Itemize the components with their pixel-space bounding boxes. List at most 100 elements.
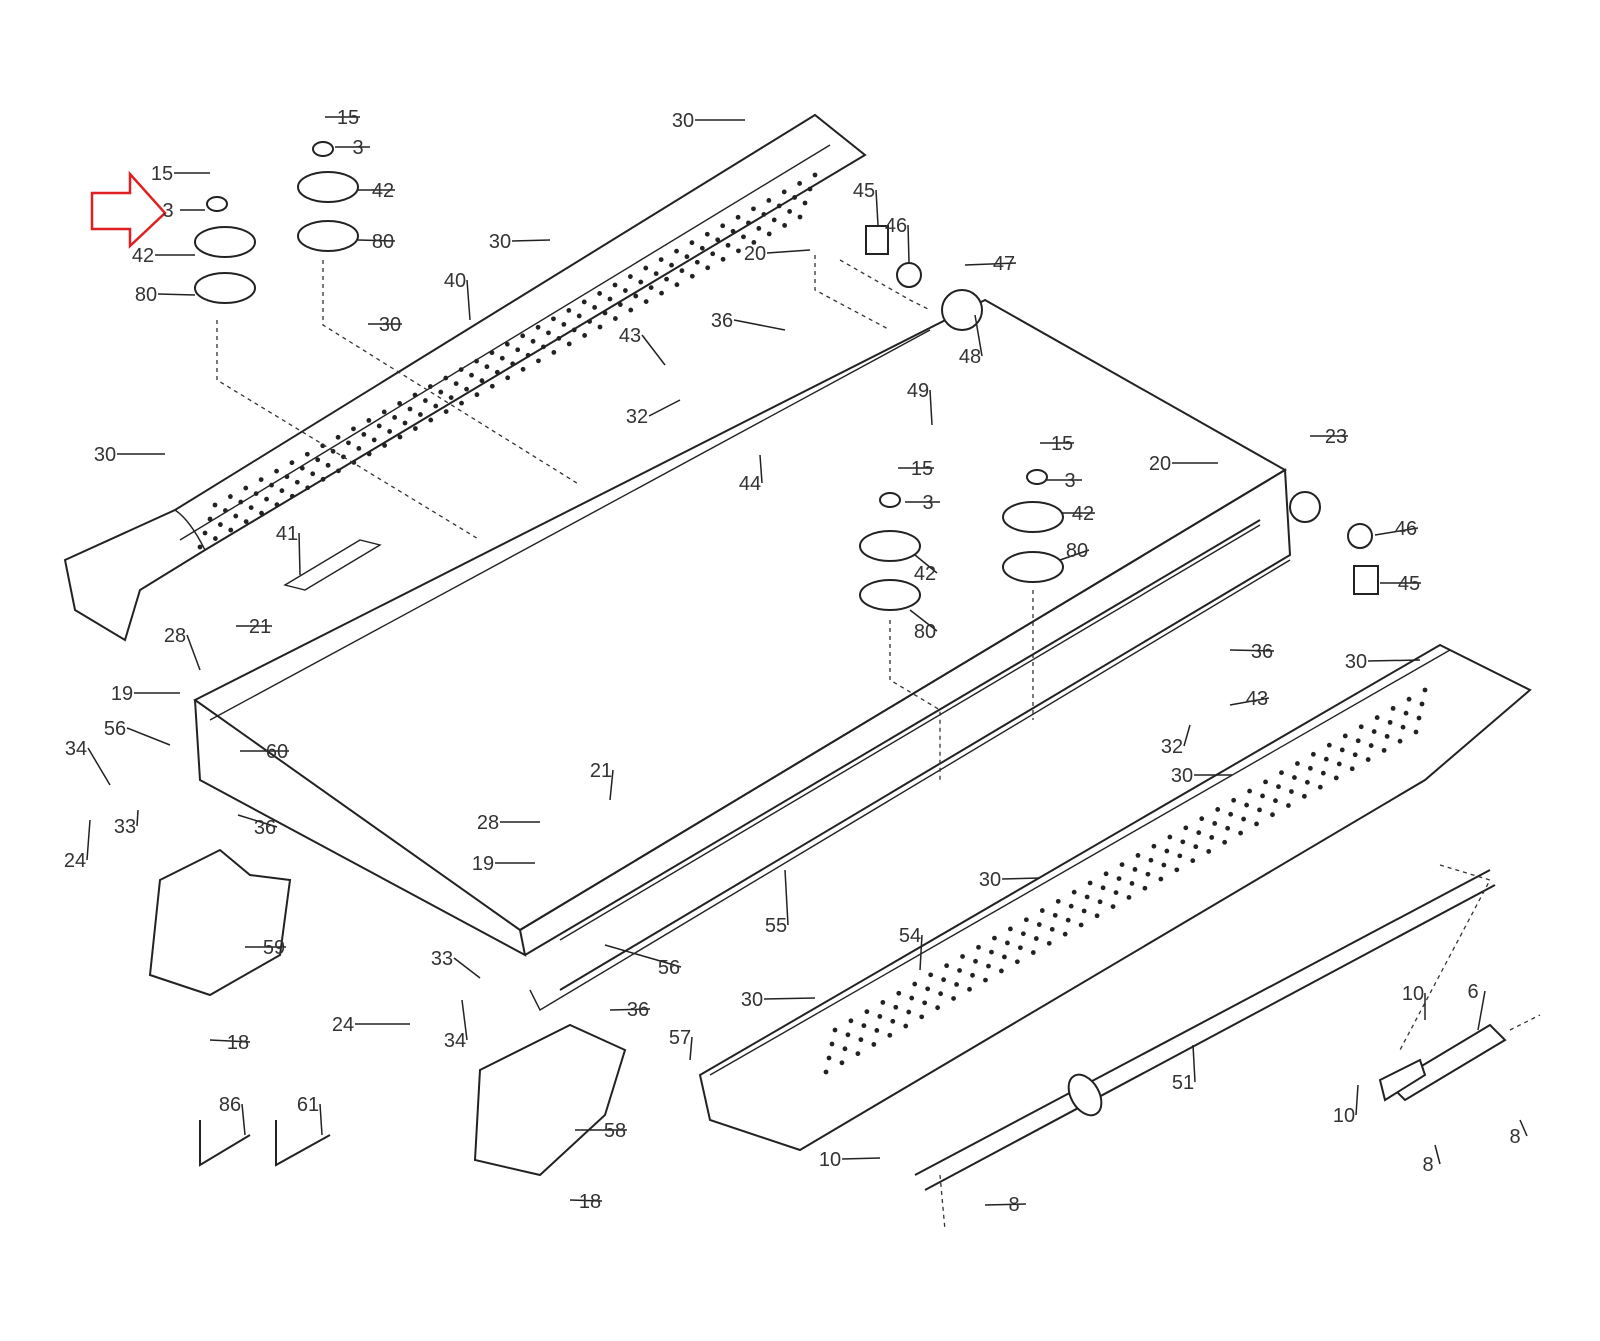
- rail-hole: [320, 476, 326, 482]
- rail-hole: [880, 1000, 886, 1005]
- part-label-10: 10: [819, 1149, 841, 1171]
- rail-hole: [530, 338, 536, 344]
- rail-hole: [269, 482, 274, 488]
- rail-hole: [989, 949, 994, 955]
- rail-hole: [1180, 839, 1186, 845]
- rail-hole: [1371, 729, 1377, 734]
- rail-hole: [1081, 908, 1087, 914]
- rail-hole: [751, 206, 756, 212]
- rail-hole: [999, 968, 1004, 974]
- leader-line: [909, 609, 938, 632]
- part-label-58: 58: [604, 1120, 626, 1142]
- rail-hole: [1419, 701, 1425, 707]
- rail-hole: [217, 522, 223, 527]
- rail-hole: [1222, 839, 1228, 845]
- rail-hole: [1273, 798, 1278, 804]
- rail-hole: [264, 496, 269, 502]
- part-label-41: 41: [276, 523, 298, 545]
- rail-hole: [581, 299, 587, 305]
- leader-line: [237, 814, 278, 828]
- rail-hole: [812, 172, 818, 178]
- rail-hole: [1087, 880, 1093, 886]
- leader-line: [126, 727, 171, 746]
- rail-hole: [1301, 793, 1307, 799]
- leader-line: [511, 239, 551, 242]
- rail-hole: [674, 282, 680, 288]
- rail-hole: [294, 479, 300, 485]
- rail-hole: [1247, 788, 1252, 794]
- rail-hole: [371, 437, 377, 443]
- rail-hole: [546, 330, 551, 336]
- rail-hole: [1333, 775, 1339, 781]
- part-label-36: 36: [254, 817, 276, 839]
- rail-hole: [1263, 779, 1268, 785]
- rail-hole: [848, 1018, 854, 1024]
- rail-hole: [1365, 757, 1371, 762]
- leader-line: [186, 634, 201, 671]
- rail-hole: [766, 231, 772, 237]
- rail-hole: [829, 1041, 835, 1047]
- rail-hole: [515, 347, 521, 353]
- part-label-42: 42: [1072, 503, 1094, 525]
- rail-hole: [1033, 936, 1039, 941]
- rail-hole: [1052, 912, 1058, 918]
- rail-hole: [1183, 825, 1189, 831]
- rail-hole: [443, 375, 449, 381]
- rail-hole: [1397, 738, 1403, 744]
- rail-hole: [274, 502, 280, 508]
- part-label-34: 34: [65, 738, 87, 760]
- rail-hole: [960, 954, 965, 959]
- rail-hole: [402, 420, 408, 426]
- rail-hole: [253, 491, 259, 497]
- leader-line: [357, 239, 396, 242]
- rail-hole: [896, 990, 902, 996]
- part-label-30: 30: [379, 314, 401, 336]
- rail-hole: [725, 242, 731, 248]
- part-label-56: 56: [658, 957, 680, 979]
- leader-line: [964, 262, 1017, 266]
- rail-hole: [202, 530, 208, 536]
- rail-hole: [1349, 766, 1355, 772]
- rail-hole: [922, 1000, 928, 1006]
- rail-hole: [325, 462, 331, 468]
- rail-hole: [1368, 743, 1374, 748]
- rail-hole: [1238, 830, 1243, 836]
- rail-hole: [366, 417, 372, 423]
- rail-hole: [1097, 899, 1103, 905]
- rail-hole: [842, 1046, 848, 1052]
- rail-hole: [802, 200, 808, 206]
- rail-hole: [1039, 908, 1045, 913]
- part-label-40: 40: [444, 270, 466, 292]
- rail-hole: [1005, 940, 1010, 946]
- rail-hole: [1422, 687, 1428, 693]
- rail-hole: [1276, 784, 1281, 790]
- rail-hole: [576, 313, 582, 319]
- part-label-18: 18: [227, 1032, 249, 1054]
- rail-hole: [381, 409, 387, 415]
- rail-hole: [582, 333, 588, 338]
- rail-hole: [1161, 862, 1167, 868]
- rail-hole: [212, 536, 218, 541]
- rail-hole: [679, 268, 685, 274]
- rail-hole: [376, 423, 382, 429]
- part-label-10: 10: [1333, 1105, 1355, 1127]
- leader-line: [241, 1103, 246, 1136]
- part-label-30: 30: [741, 989, 763, 1011]
- rail-hole: [909, 995, 915, 1001]
- rail-hole: [258, 477, 264, 483]
- rail-hole: [1355, 738, 1361, 744]
- part-label-8: 8: [1008, 1194, 1019, 1216]
- rail-hole: [597, 324, 603, 330]
- assembly-lines: [216, 255, 1541, 1231]
- part-label-60: 60: [266, 741, 288, 763]
- rail-hole: [351, 459, 357, 465]
- rail-hole: [1119, 862, 1125, 867]
- part-label-3: 3: [1064, 470, 1075, 492]
- part-label-61: 61: [297, 1094, 319, 1116]
- rail-hole: [412, 426, 418, 431]
- rail-hole: [407, 406, 413, 412]
- rail-hole: [551, 316, 556, 322]
- rail-hole: [1387, 719, 1393, 725]
- rail-hole: [627, 274, 633, 279]
